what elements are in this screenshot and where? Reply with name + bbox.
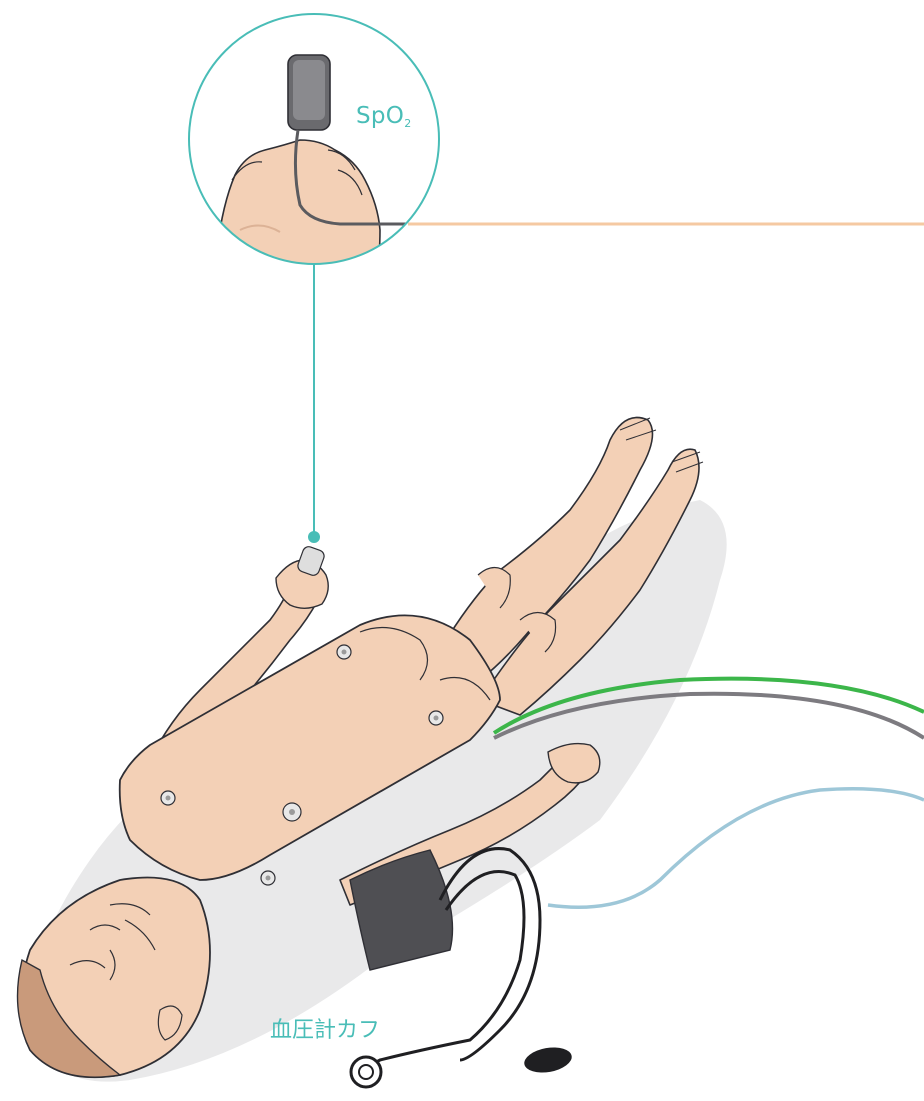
spo2-callout bbox=[189, 14, 440, 280]
pressure-gauge bbox=[351, 1057, 381, 1087]
spo2-label: SpO2 bbox=[356, 103, 412, 130]
inflation-bulb bbox=[522, 1044, 573, 1076]
callout-anchor-dot bbox=[308, 531, 320, 543]
spo2-subscript: 2 bbox=[404, 117, 411, 130]
bp-cuff-label: 血圧計カフ bbox=[270, 1012, 380, 1044]
